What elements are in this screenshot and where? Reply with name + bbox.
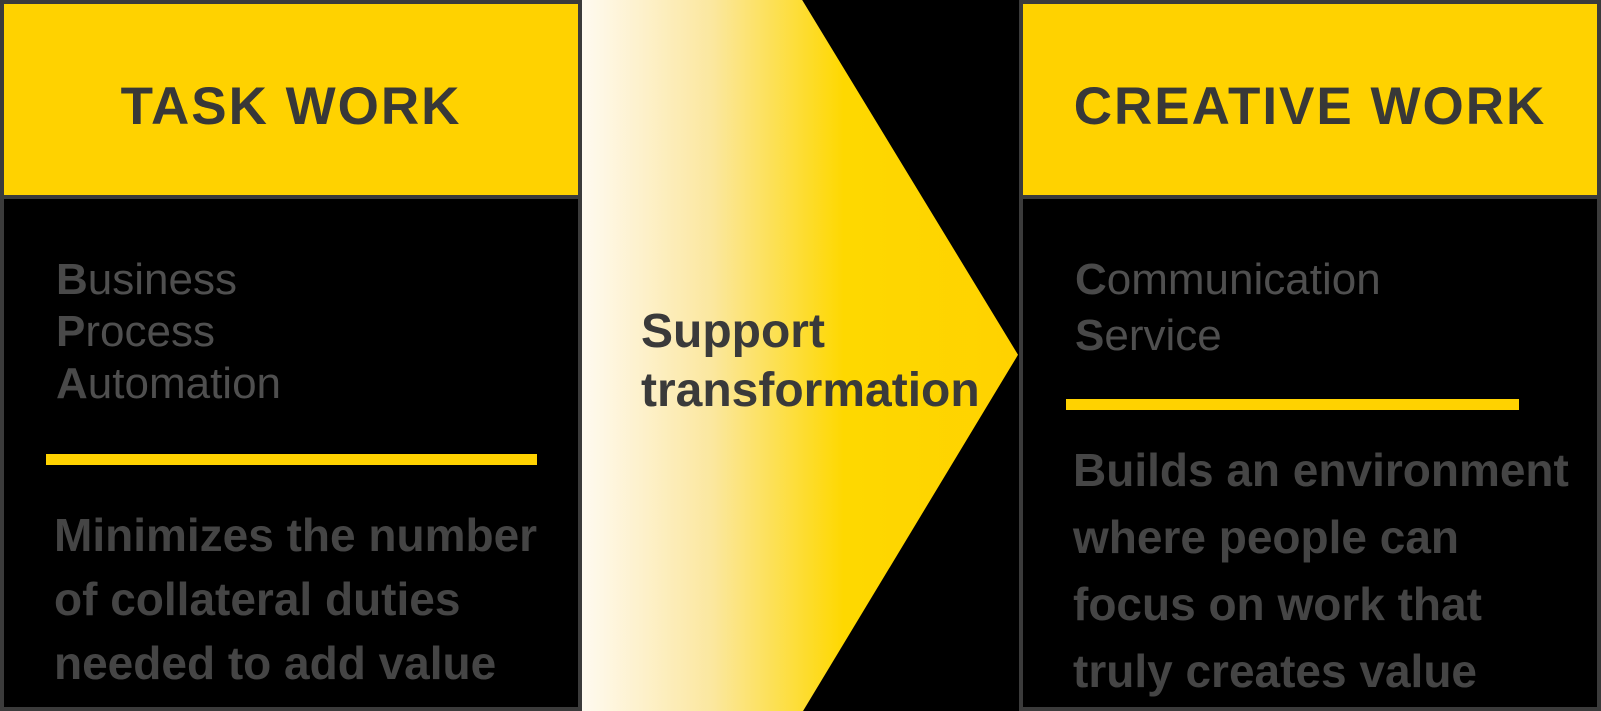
description-line: Builds an environment <box>1073 444 1569 496</box>
task-work-acronym: Business Process Automation <box>56 254 281 410</box>
creative-work-panel: CREATIVE WORK Communication Service Buil… <box>1019 0 1601 711</box>
description-line: needed to add value <box>54 637 497 689</box>
task-work-title: TASK WORK <box>120 77 462 136</box>
creative-work-divider <box>1066 399 1519 410</box>
arrow-label-line: Support <box>641 305 825 358</box>
description-line: where people can <box>1073 511 1460 563</box>
task-work-body: Business Process Automation Minimizes th… <box>4 199 578 707</box>
arrow-label-line: transformation <box>641 364 980 417</box>
description-line: Minimizes the number <box>54 509 538 561</box>
acronym-line: Business <box>56 255 237 304</box>
task-work-panel: TASK WORK Business Process Automation Mi… <box>0 0 582 711</box>
acronym-line: Process <box>56 307 215 356</box>
creative-work-body: Communication Service Builds an environm… <box>1023 199 1597 707</box>
creative-work-acronym: Communication Service <box>1075 252 1381 364</box>
description-line: of collateral duties <box>54 573 461 625</box>
description-line: truly creates value <box>1073 645 1478 697</box>
description-line: focus on work that <box>1073 578 1482 630</box>
creative-work-title: CREATIVE WORK <box>1073 77 1547 136</box>
creative-work-header: CREATIVE WORK <box>1023 4 1597 199</box>
transformation-arrow-label: Support transformation <box>641 302 980 420</box>
acronym-line: Service <box>1075 311 1222 360</box>
creative-work-description: Builds an environment where people can f… <box>1073 437 1569 705</box>
acronym-line: Communication <box>1075 255 1381 304</box>
task-work-divider <box>46 454 537 465</box>
task-work-header: TASK WORK <box>4 4 578 199</box>
acronym-line: Automation <box>56 359 282 408</box>
transformation-arrow: Support transformation <box>582 0 1018 711</box>
task-work-description: Minimizes the number of collateral dutie… <box>54 503 537 695</box>
